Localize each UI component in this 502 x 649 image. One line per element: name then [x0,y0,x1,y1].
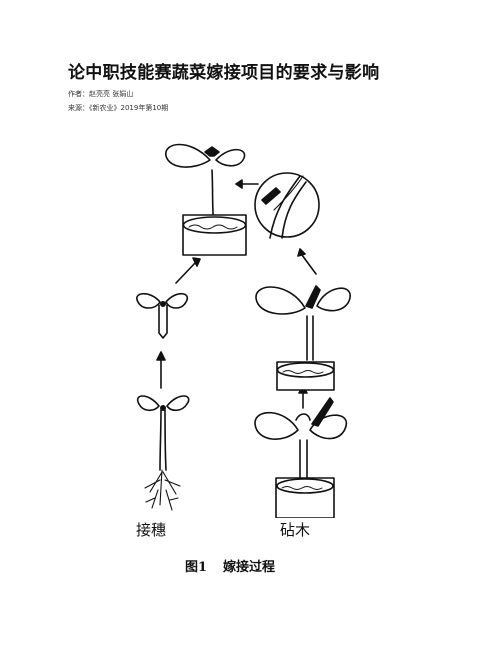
rt-cut-growth [295,413,311,421]
ss-stem [159,409,162,471]
scion-leaf-left [136,292,161,309]
scion-leaf-right [165,292,189,309]
source-line: 来源：《新农业》2019年第10期 [68,104,169,112]
rs-leaf-right [316,287,351,312]
rootstock-with-scion [255,285,351,391]
grafted-seedling-result [165,143,247,256]
rt-blade [311,397,334,427]
result-leaf-right [215,148,246,167]
arrow-left-top [175,261,197,284]
scion-bud [160,300,167,307]
ss-leaf-right [166,395,190,412]
document-title: 论中职技能赛蔬菜嫁接项目的要求与影响 [68,63,380,83]
detail-arrow-head [235,179,243,189]
scion-stem [158,304,168,339]
detail-stem-b [281,181,307,239]
scion-seedling [136,395,190,511]
rs-pot-soil [282,370,324,374]
graft-detail [235,172,320,239]
ss-bud [160,404,167,411]
result-leaf-left [165,143,211,168]
result-pot-soil [188,224,238,230]
rs-scion [305,285,321,309]
ss-roots [144,469,181,511]
flow-arrows [156,248,317,409]
rs-pot-rim [276,362,335,378]
grafting-process-figure [136,143,351,518]
author-line: 作者：赵亮亮 张娟山 [68,90,134,98]
rootstock-seedling [254,397,347,518]
result-scion-tip [204,146,220,157]
figure-caption: 图1 嫁接过程 [185,556,275,575]
rt-pot-soil [281,486,323,490]
detail-clip [261,187,281,205]
rs-leaf-left [255,286,306,315]
detail-stem-a [269,175,301,239]
figure-label-rootstock: 砧木 [280,521,311,539]
ss-leaf-left [136,395,160,412]
rt-pot-rim [276,478,334,494]
detail-cut [273,175,304,211]
ss-stem-b [164,409,167,471]
figure-label-scion: 接穗 [136,521,167,539]
caption-text: 嫁接过程 [223,560,276,575]
arrow-right-top [301,254,317,275]
detail-circle [254,172,320,238]
prepared-scion [136,292,189,339]
rt-leaf-left [254,411,299,440]
caption-number: 图1 [185,560,208,575]
